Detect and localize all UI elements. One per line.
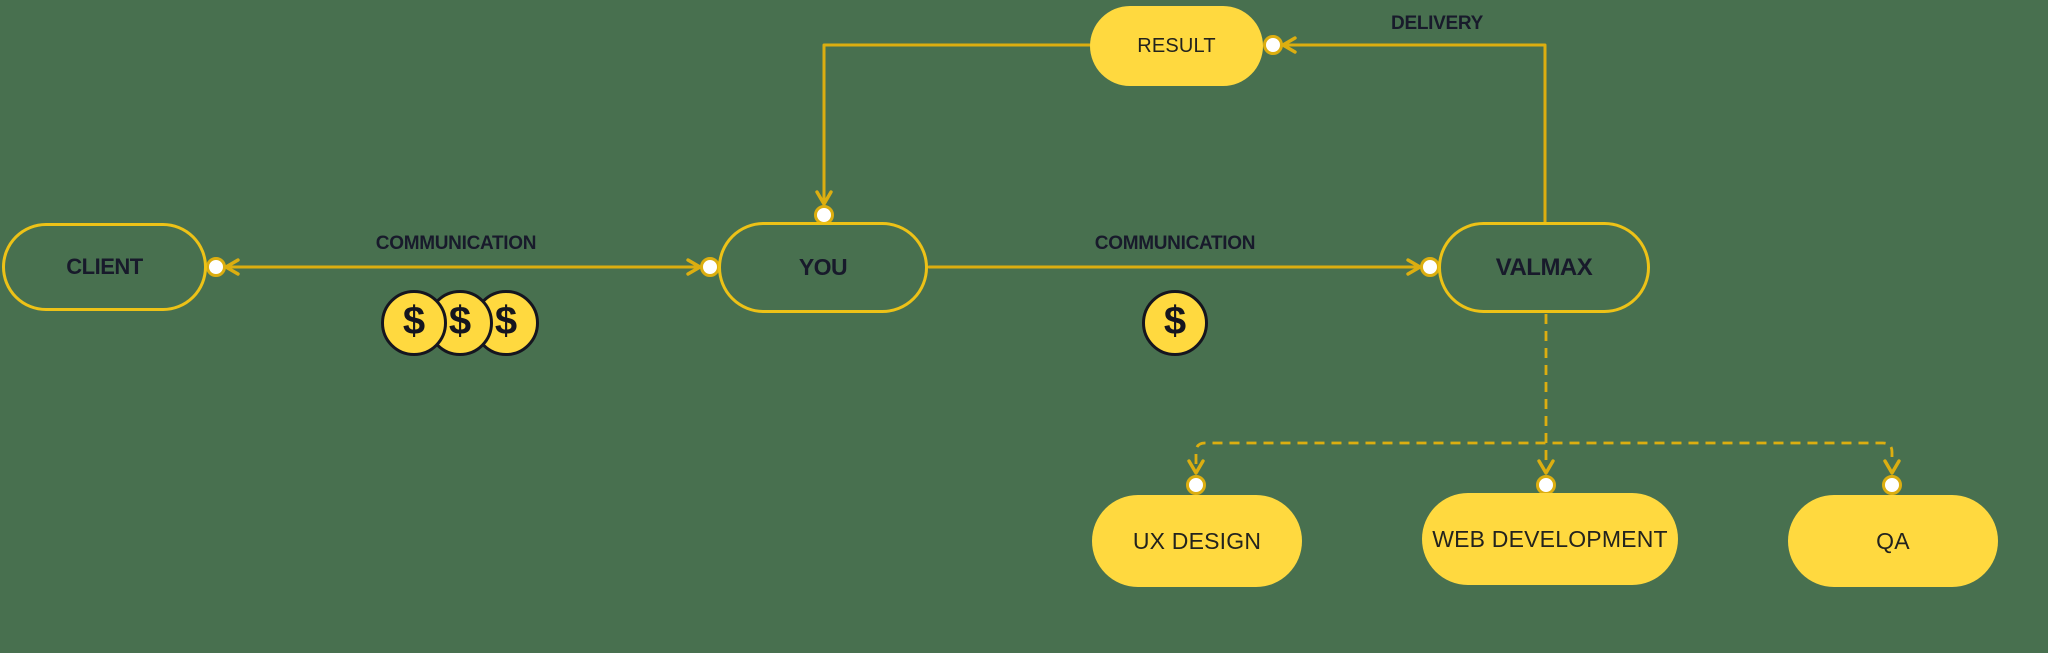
- edge-valmax-web-development: [1537, 314, 1555, 475]
- node-you: YOU: [718, 222, 928, 313]
- node-ux-design: UX DESIGN: [1092, 495, 1302, 587]
- arrow-down-icon: [1187, 459, 1205, 475]
- node-client-label: CLIENT: [66, 254, 143, 279]
- dollar-sign: $: [1163, 299, 1187, 343]
- node-result-label: RESULT: [1137, 34, 1216, 57]
- dollar-sign: $: [494, 299, 518, 343]
- label-communication-you-valmax: COMMUNICATION: [1094, 233, 1256, 254]
- arrow-down-icon: [1883, 459, 1901, 475]
- connector-dot-valmax: [1420, 257, 1440, 277]
- edge-you-valmax: [927, 258, 1422, 276]
- connector-dot-you-left: [700, 257, 720, 277]
- edge-line: [822, 43, 1092, 203]
- node-valmax-label: VALMAX: [1495, 253, 1593, 281]
- dollar-sign: $: [448, 299, 472, 343]
- connector-dot-ux-design: [1186, 475, 1206, 495]
- connector-dot-client: [206, 257, 226, 277]
- node-you-label: YOU: [798, 254, 848, 280]
- edge-line: [1283, 43, 1547, 224]
- edge-client-you: [224, 258, 702, 276]
- node-result: RESULT: [1090, 6, 1263, 86]
- node-client: CLIENT: [2, 223, 207, 311]
- edge-result-you: [815, 43, 1092, 206]
- dollar-coin-icon: $: [1142, 290, 1208, 356]
- dollar-sign: $: [402, 299, 426, 343]
- connector-dot-qa: [1882, 475, 1902, 495]
- node-web-development-label: WEB DEVELOPMENT: [1432, 525, 1668, 552]
- arrow-down-icon: [1537, 459, 1555, 475]
- label-communication-client-you: COMMUNICATION: [375, 233, 537, 254]
- connector-dot-result: [1263, 35, 1283, 55]
- node-valmax: VALMAX: [1438, 222, 1650, 313]
- connector-dot-you-top: [814, 205, 834, 225]
- connector-dot-web-development: [1536, 475, 1556, 495]
- label-delivery: DELIVERY: [1391, 13, 1483, 34]
- arrow-down-icon: [815, 190, 833, 206]
- node-web-development: WEB DEVELOPMENT: [1422, 493, 1678, 585]
- edge-valmax-result: [1281, 36, 1547, 224]
- node-qa: QA: [1788, 495, 1998, 587]
- node-qa-label: QA: [1876, 527, 1910, 554]
- dollar-coin-icon: $: [381, 290, 447, 356]
- node-ux-design-label: UX DESIGN: [1132, 527, 1262, 554]
- edge-line: [1194, 441, 1894, 464]
- edge-valmax-branches: [1187, 441, 1901, 475]
